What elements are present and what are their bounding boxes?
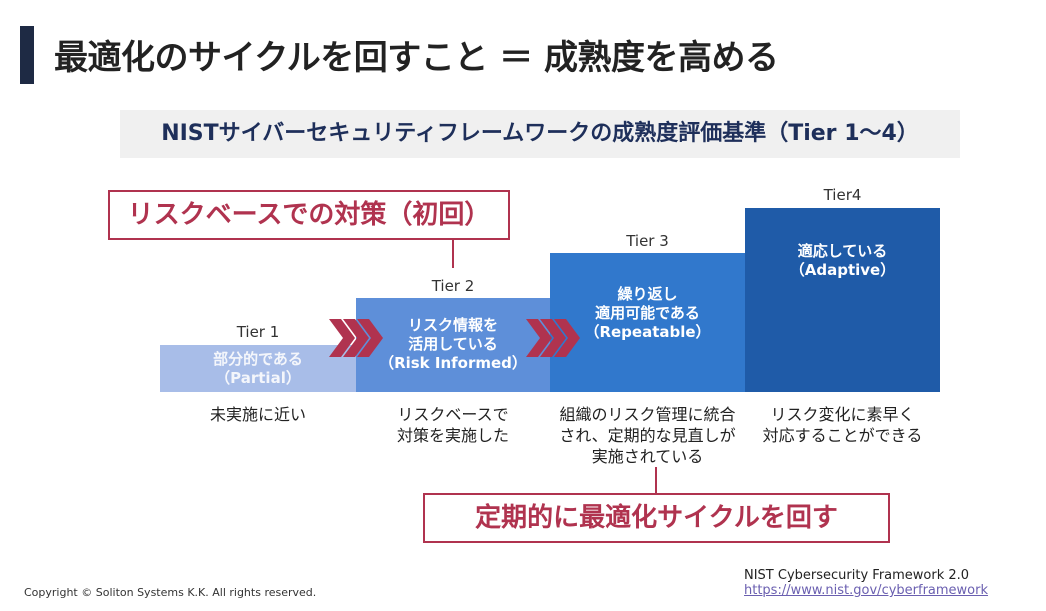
double-chevron-icon [329,319,383,357]
description-line: リスク変化に素早く [770,405,915,424]
tier-3-line: （Repeatable） [584,323,711,341]
tier-1-line: 部分的である [213,349,303,368]
callout-cycle-connector [655,467,657,493]
description-line: 未実施に近い [209,405,306,424]
tier-3-line: 適用可能である [595,304,700,322]
callout-initial-connector [452,240,454,268]
tier-3-line: 繰り返し [617,285,678,303]
tier-2-line: リスク情報を [407,316,498,334]
description-line: 対応することができる [762,426,923,445]
description-line: 実施されている [591,447,704,466]
page-title: 最適化のサイクルを回すこと ＝ 成熟度を高める [54,38,779,78]
tier-2-label: Tier 2 [431,277,475,295]
double-chevron-icon [526,319,580,357]
tier-3-bar: 繰り返し 適用可能である （Repeatable） [550,253,745,392]
tier-4-line: （Adaptive） [789,261,896,279]
copyright-notice: Copyright © Soliton Systems K.K. All rig… [24,586,317,599]
tier-4-description: リスク変化に素早く 対応することができる [745,404,940,446]
chevron-arrows-icon [329,319,383,357]
tier-1-bar: 部分的である （Partial） [160,345,356,392]
tier-1-label: Tier 1 [236,323,280,341]
tier-1-description: 未実施に近い [160,404,356,425]
subtitle-text: NISTサイバーセキュリティフレームワークの成熟度評価基準（Tier 1～4） [161,121,919,146]
tier-3-label: Tier 3 [626,232,669,250]
source-link[interactable]: https://www.nist.gov/cyberframework [744,583,989,598]
tier-2-line: 活用している [408,335,498,353]
tier-1-line: （Partial） [215,368,301,387]
tier-2-bar: リスク情報を 活用している （Risk Informed） [356,298,550,392]
source-name: NIST Cybersecurity Framework 2.0 [744,568,970,583]
tier-4-label: Tier4 [823,186,862,204]
callout-initial: リスクベースでの対策（初回） [108,190,510,240]
tier-3-description: 組織のリスク管理に統合 され、定期的な見直しが 実施されている [550,404,745,467]
callout-cycle: 定期的に最適化サイクルを回す [423,493,890,543]
description-line: 組織のリスク管理に統合 [559,405,736,424]
source-citation: NIST Cybersecurity Framework 2.0 https:/… [744,568,988,598]
chevron-arrows-icon [526,319,580,357]
description-line: リスクベースで [397,405,509,424]
description-line: され、定期的な見直しが [559,426,736,445]
description-line: 対策を実施した [396,426,509,445]
tier-4-bar: 適応している （Adaptive） [745,208,940,392]
tier-2-line: （Risk Informed） [379,354,527,372]
tier-2-description: リスクベースで 対策を実施した [356,404,550,446]
tier-4-line: 適応している [797,242,888,260]
subtitle-banner: NISTサイバーセキュリティフレームワークの成熟度評価基準（Tier 1～4） [120,110,960,158]
title-accent-bar [20,26,34,84]
